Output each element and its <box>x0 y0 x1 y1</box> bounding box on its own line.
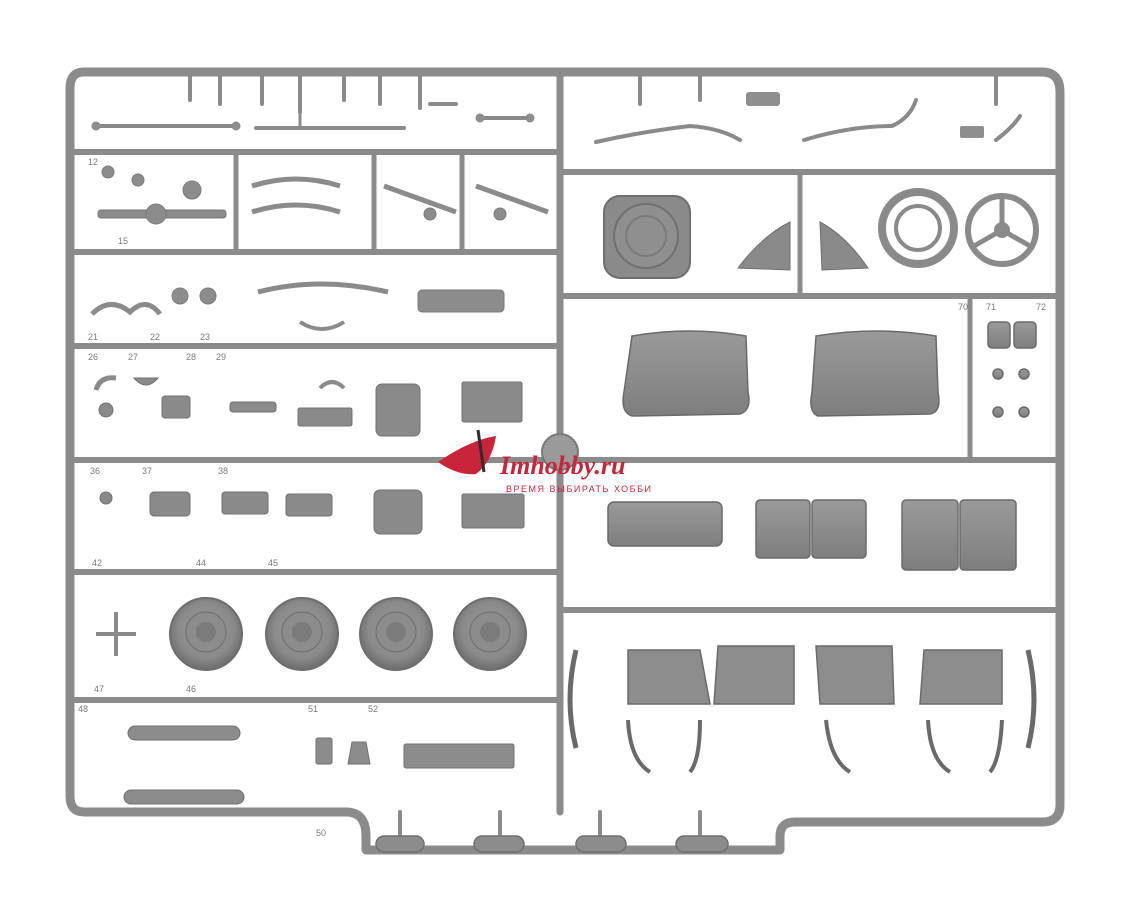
bottom-wheel-parts <box>375 835 729 853</box>
wheel <box>359 597 433 671</box>
part-number: 46 <box>186 684 196 694</box>
panel-parts <box>607 499 1017 571</box>
wheel <box>169 597 243 671</box>
rod-parts <box>91 92 1022 144</box>
part-number-labels: 12 15 21 22 23 26 27 28 29 36 37 38 42 4… <box>78 157 1046 838</box>
part-number: 38 <box>218 466 228 476</box>
part-number: 29 <box>216 352 226 362</box>
part-number: 12 <box>88 157 98 167</box>
fender-parts <box>567 645 1037 774</box>
part-number: 50 <box>316 828 326 838</box>
part-number: 26 <box>88 352 98 362</box>
radiator-parts <box>603 188 1039 279</box>
part-number: 51 <box>308 704 318 714</box>
part-number: 42 <box>92 558 102 568</box>
wheel-parts <box>96 597 527 671</box>
part-number: 27 <box>128 352 138 362</box>
gearbox-parts <box>99 489 525 535</box>
part-number: 23 <box>200 332 210 342</box>
engine-parts <box>93 375 523 437</box>
bumper-parts <box>123 725 515 805</box>
watermark-logo-icon <box>438 436 496 475</box>
part-number: 28 <box>186 352 196 362</box>
part-number: 22 <box>150 332 160 342</box>
seat-parts <box>622 321 1037 418</box>
part-number: 72 <box>1036 302 1046 312</box>
part-number: 44 <box>196 558 206 568</box>
frame-parts <box>90 281 505 331</box>
watermark-brand: Imhobby.ru <box>499 451 625 480</box>
sprue-frame <box>65 67 1065 855</box>
part-number: 37 <box>142 466 152 476</box>
part-number: 45 <box>268 558 278 568</box>
part-number: 71 <box>986 302 996 312</box>
part-number: 52 <box>368 704 378 714</box>
part-number: 36 <box>90 466 100 476</box>
axle-parts <box>97 165 549 225</box>
part-number: 21 <box>88 332 98 342</box>
part-number: 15 <box>118 236 128 246</box>
watermark: Imhobby.ru ВРЕМЯ ВЫБИРАТЬ ХОББИ <box>438 429 652 494</box>
watermark-tagline: ВРЕМЯ ВЫБИРАТЬ ХОББИ <box>506 484 652 494</box>
part-number: 47 <box>94 684 104 694</box>
part-number: 48 <box>78 704 88 714</box>
wheel <box>453 597 527 671</box>
part-number: 70 <box>958 302 968 312</box>
wheel <box>265 597 339 671</box>
